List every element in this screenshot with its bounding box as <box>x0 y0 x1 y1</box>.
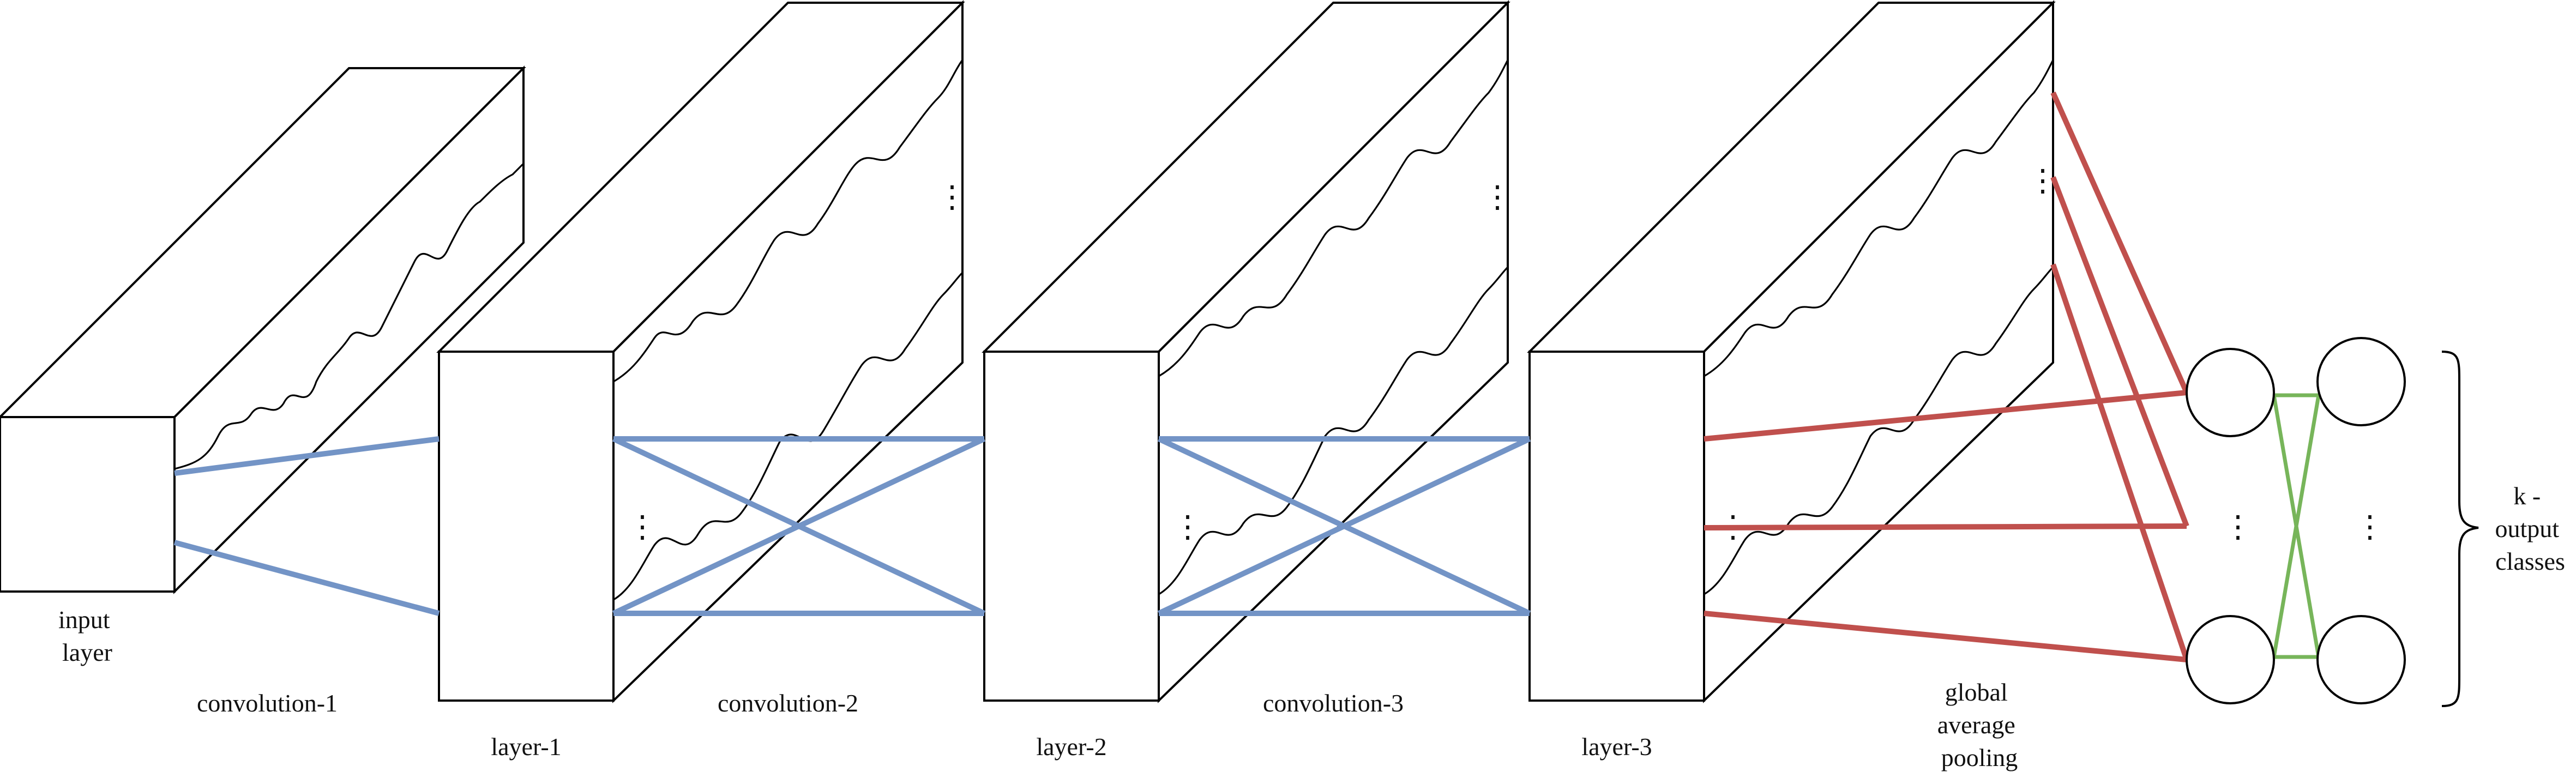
pool-line-4 <box>2050 91 2189 394</box>
layer-1-signal-bottom <box>613 272 964 601</box>
conv3-connection-cross-b <box>1157 436 1531 616</box>
layer-2-label: layer-2 <box>1036 733 1106 761</box>
neurons-a-ellipsis: ⋮ <box>2223 510 2253 544</box>
layer-3-label: layer-3 <box>1581 733 1652 761</box>
input-layer-label: input layer <box>58 606 116 666</box>
convolution-1-label: convolution-1 <box>197 689 338 717</box>
pool-line-1 <box>1704 390 2187 442</box>
neuron-b-top <box>2316 337 2406 426</box>
neurons-b-ellipsis: ⋮ <box>2355 510 2385 544</box>
neuron-b-bottom <box>2316 615 2406 704</box>
layer-2-signal-bottom <box>1158 266 1509 595</box>
layer-2-signal-top <box>1158 59 1509 377</box>
neuron-a-top <box>2186 348 2275 437</box>
output-brace <box>2441 351 2479 707</box>
layer-1-block: ⋮ ⋮ <box>436 0 967 703</box>
layer-3-block: ⋮ ⋮ <box>1527 0 2058 703</box>
layer-3-signal-top <box>1704 59 2054 377</box>
conv1-connection-top <box>174 436 440 476</box>
pool-line-3 <box>1704 611 2187 662</box>
pooling-connections <box>1704 91 2189 662</box>
layer-2-ellipsis-left: ⋮ <box>1172 510 1203 544</box>
neuron-a-bottom <box>2186 615 2275 704</box>
convolution-3-label: convolution-3 <box>1263 689 1404 717</box>
global-average-pooling-label: global average pooling <box>1937 678 2022 771</box>
layer-1-signal-top <box>613 59 964 383</box>
input-layer-signal <box>174 162 525 470</box>
layer-1-ellipsis-right: ⋮ <box>937 180 967 214</box>
conv1-connection-bottom <box>173 540 440 616</box>
out-line-cross-b <box>2272 395 2321 658</box>
layer-2-block: ⋮ ⋮ <box>982 0 1513 703</box>
pool-line-2 <box>1704 523 2187 530</box>
convolution-connections <box>173 436 1531 616</box>
layer-1-label: layer-1 <box>491 733 561 761</box>
output-neurons: ⋮ ⋮ <box>2186 337 2406 704</box>
output-connections <box>2272 393 2321 659</box>
pool-line-5 <box>2050 176 2189 527</box>
convolution-2-label: convolution-2 <box>718 689 858 717</box>
conv2-connection-cross-b <box>612 436 986 616</box>
layer-3-signal-bottom <box>1704 266 2054 595</box>
output-classes-label: k - output classes <box>2495 482 2565 575</box>
layer-1-ellipsis-left: ⋮ <box>627 510 658 544</box>
pool-line-6 <box>2050 263 2189 661</box>
layer-2-ellipsis-right: ⋮ <box>1482 180 1513 214</box>
